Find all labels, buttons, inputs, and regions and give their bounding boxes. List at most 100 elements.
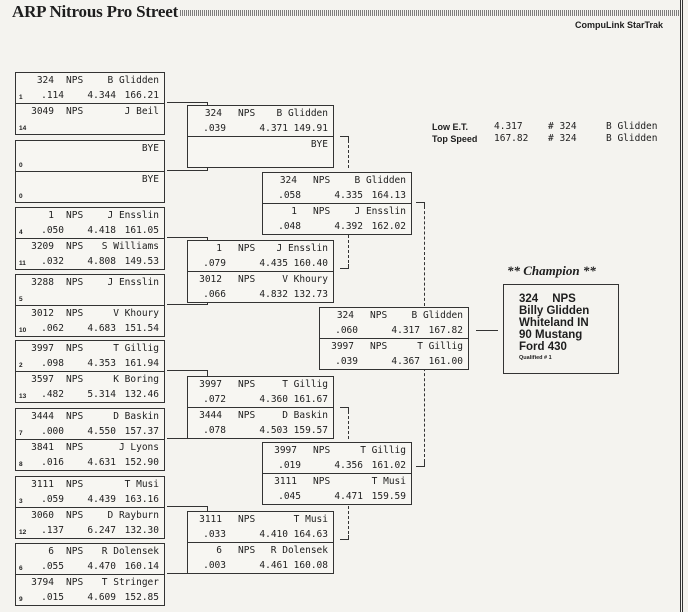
car-class: NPS xyxy=(313,206,331,217)
seed-number: 4 xyxy=(19,229,23,236)
car-class: NPS xyxy=(66,442,84,453)
elapsed-time: 4.435 xyxy=(259,258,288,269)
seed-number: 1 xyxy=(19,94,23,101)
elapsed-time: 4.335 xyxy=(334,190,363,201)
elapsed-time: 4.367 xyxy=(391,356,420,367)
low-et-value: 4.317 xyxy=(494,121,523,132)
page-title: ARP Nitrous Pro Street xyxy=(12,2,179,21)
top-speed-car: # 324 xyxy=(548,133,577,144)
car-number: 324 xyxy=(336,310,354,321)
reaction-time: .045 xyxy=(278,491,301,502)
racer-line-1: BYE xyxy=(188,137,333,152)
elapsed-time: 4.470 xyxy=(87,561,116,572)
reaction-time: .032 xyxy=(41,256,64,267)
driver-name: B Glidden xyxy=(276,108,328,119)
speed-mph: 160.40 xyxy=(293,258,328,269)
speed-mph: 132.30 xyxy=(124,525,159,536)
speed-mph: 132.46 xyxy=(124,389,159,400)
reaction-time: .060 xyxy=(335,325,358,336)
speed-mph: 161.02 xyxy=(371,460,406,471)
car-class: NPS xyxy=(66,374,84,385)
champion-car-desc: 90 Mustang xyxy=(519,329,583,341)
car-number: 3012 xyxy=(31,308,54,319)
driver-name: D Rayburn xyxy=(107,510,159,521)
driver-name: J Ensslin xyxy=(276,243,328,254)
seed-number: 0 xyxy=(19,162,23,169)
elapsed-time: 4.550 xyxy=(87,426,116,437)
top-speed-label: Top Speed xyxy=(432,134,478,144)
car-number: 3049 xyxy=(31,106,54,117)
car-class: NPS xyxy=(370,341,388,352)
seed-number: 8 xyxy=(19,461,23,468)
driver-name: R Dolensek xyxy=(270,545,328,556)
car-number: 3444 xyxy=(31,411,54,422)
bracket-connector xyxy=(340,264,349,269)
bracket-connector xyxy=(340,535,349,540)
car-number: 3111 xyxy=(31,479,54,490)
driver-name: B Glidden xyxy=(107,75,159,86)
car-class: NPS xyxy=(238,514,256,525)
car-number: 3209 xyxy=(31,241,54,252)
driver-name: B Glidden xyxy=(411,310,463,321)
racer-line-2: 0 xyxy=(16,156,164,171)
driver-name: J Ensslin xyxy=(107,210,159,221)
champion-car: 324 xyxy=(519,293,539,305)
bracket-connector-dashed xyxy=(416,206,425,306)
speed-mph: 151.54 xyxy=(124,323,159,334)
champion-hometown: Whiteland IN xyxy=(519,317,589,329)
reaction-time: .019 xyxy=(278,460,301,471)
elapsed-time: 5.314 xyxy=(87,389,116,400)
champion-heading: ** Champion ** xyxy=(507,263,596,278)
elapsed-time: 4.461 xyxy=(259,560,288,571)
speed-mph: 152.90 xyxy=(124,457,159,468)
driver-name: BYE xyxy=(141,174,159,185)
elapsed-time: 6.247 xyxy=(87,525,116,536)
seed-number: 10 xyxy=(19,327,27,334)
bracket-connector-dashed xyxy=(340,140,349,168)
racer-line-2 xyxy=(188,152,333,167)
racer-line-2: 14 xyxy=(16,119,164,134)
driver-name: B Glidden xyxy=(354,175,406,186)
reaction-time: .055 xyxy=(41,561,64,572)
car-class: NPS xyxy=(66,577,84,588)
elapsed-time: 4.609 xyxy=(87,592,116,603)
reaction-time: .000 xyxy=(41,426,64,437)
reaction-time: .114 xyxy=(41,90,64,101)
speed-mph: 149.53 xyxy=(124,256,159,267)
reaction-time: .039 xyxy=(203,123,226,134)
speed-mph: 160.14 xyxy=(124,561,159,572)
driver-name: J Ensslin xyxy=(107,277,159,288)
car-class: NPS xyxy=(66,308,84,319)
car-number: 6 xyxy=(216,545,222,556)
car-number: 324 xyxy=(36,75,54,86)
